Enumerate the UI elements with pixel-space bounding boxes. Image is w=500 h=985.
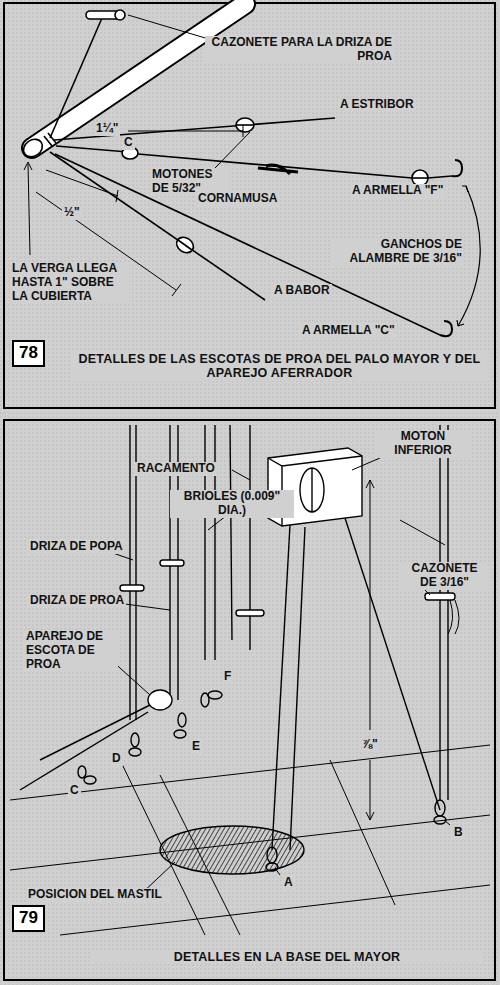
- part-label: 1¼": [94, 122, 120, 136]
- part-label: E: [190, 740, 202, 754]
- part-label: DRIZA DE POPA: [28, 540, 125, 554]
- figure-caption: DETALLES DE LAS ESCOTAS DE PROA DEL PALO…: [70, 352, 489, 381]
- figure-number: 78: [19, 343, 38, 362]
- figure-number-box: 78: [12, 340, 45, 367]
- part-label: B: [452, 826, 465, 840]
- part-label: CAZONETE PARA LA DRIZA DE PROA: [205, 36, 394, 64]
- part-label: LA VERGA LLEGA HASTA 1" SOBRE LA CUBIERT…: [10, 262, 129, 303]
- part-label: POSICION DEL MASTIL: [26, 888, 170, 902]
- part-label: RACAMENTO: [135, 462, 217, 476]
- part-label: A BABOR: [272, 284, 332, 298]
- part-label: BRIOLES (0.009" DIA.): [170, 490, 294, 518]
- part-label: D: [110, 752, 123, 766]
- part-label: DRIZA DE PROA: [28, 594, 126, 608]
- part-label: ½": [62, 206, 82, 220]
- part-label: CORNAMUSA: [196, 192, 279, 206]
- part-label: A ARMELLA "C": [300, 324, 397, 338]
- part-label: MOTON INFERIOR: [376, 430, 470, 458]
- part-label: CAZONETE DE 3/16": [400, 562, 489, 590]
- part-label: A ESTRIBOR: [338, 98, 416, 112]
- part-label: C: [68, 784, 81, 798]
- figure-caption: DETALLES EN LA BASE DEL MAYOR: [90, 950, 484, 964]
- part-label: A ARMELLA "F": [350, 184, 445, 198]
- part-label: F: [222, 670, 233, 684]
- figure-number-box: 79: [12, 905, 45, 932]
- part-label: GANCHOS DE ALAMBRE DE 3/16": [330, 238, 464, 266]
- figure-number: 79: [19, 908, 38, 927]
- part-label: C: [122, 136, 135, 150]
- part-label: A: [282, 876, 295, 890]
- part-label: APAREJO DE ESCOTA DE PROA: [24, 630, 118, 671]
- part-label: ⅞": [360, 738, 380, 752]
